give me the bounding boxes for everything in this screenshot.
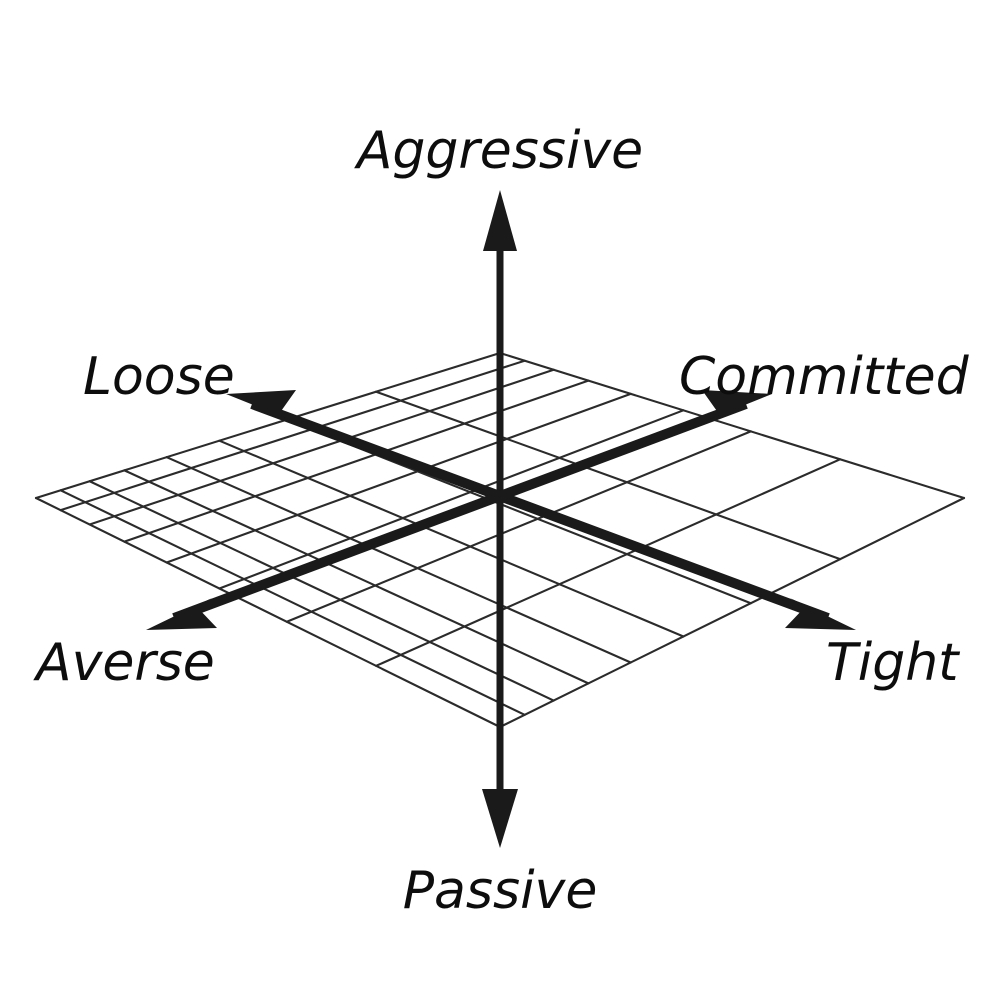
grid-line bbox=[88, 368, 555, 526]
arrowhead-averse bbox=[146, 598, 217, 630]
averse-committed-axis bbox=[146, 390, 772, 630]
grid-line bbox=[498, 351, 966, 500]
grid-line bbox=[59, 359, 526, 512]
grid-line bbox=[59, 489, 526, 716]
grid-line bbox=[88, 480, 555, 702]
arrowhead-loose bbox=[226, 390, 296, 421]
label-averse: Averse bbox=[33, 633, 215, 693]
label-tight: Tight bbox=[826, 633, 960, 693]
label-aggressive: Aggressive bbox=[354, 121, 643, 181]
grid-line bbox=[498, 496, 966, 729]
grid-line bbox=[34, 496, 502, 729]
grid-line bbox=[123, 469, 590, 685]
loose-tight-axis-shaft bbox=[250, 399, 830, 623]
label-loose: Loose bbox=[83, 347, 235, 407]
label-passive: Passive bbox=[403, 861, 598, 921]
grid-line bbox=[218, 409, 685, 590]
ground-plane-grid bbox=[34, 351, 966, 729]
grid-line bbox=[165, 392, 632, 564]
grid-line bbox=[34, 351, 502, 500]
grid-line bbox=[165, 456, 632, 664]
grid-line bbox=[285, 430, 752, 623]
vertical-axis bbox=[482, 190, 518, 848]
grid-line bbox=[218, 439, 685, 638]
grid-line bbox=[123, 379, 590, 543]
arrowhead-committed bbox=[702, 390, 772, 421]
arrowhead-tight bbox=[785, 598, 856, 630]
grid-line bbox=[375, 458, 842, 667]
grid-line bbox=[375, 390, 842, 561]
averse-committed-axis-shaft bbox=[172, 399, 748, 623]
label-committed: Committed bbox=[679, 347, 970, 407]
arrowhead-up-aggressive bbox=[483, 190, 517, 251]
loose-tight-axis bbox=[226, 390, 856, 630]
arrowhead-down-passive bbox=[482, 789, 518, 848]
